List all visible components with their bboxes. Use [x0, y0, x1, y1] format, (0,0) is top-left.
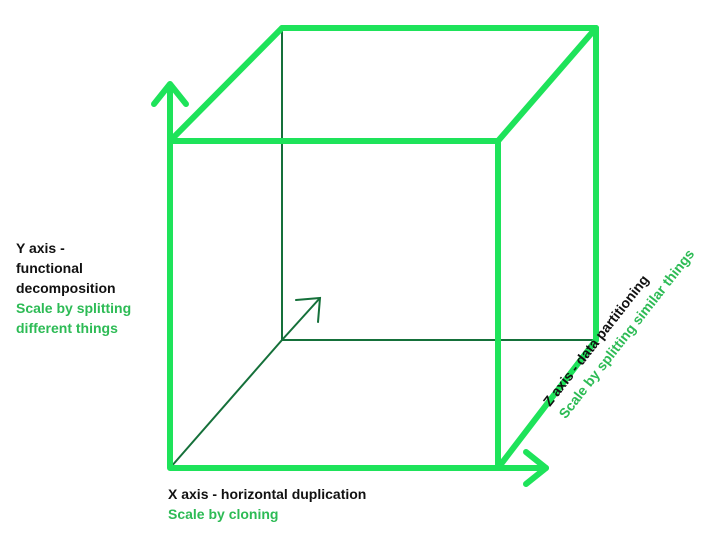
inner-depth-arrow-head — [295, 296, 322, 323]
x-axis-title: X axis - horizontal duplication — [168, 486, 367, 502]
x-axis-back-diagonal — [169, 339, 283, 469]
y-axis-title-line-1: Y axis - — [16, 240, 65, 256]
cube-bottom-right-diagonal — [495, 337, 599, 471]
cube-top-right-diagonal — [495, 25, 599, 144]
cube-front-face — [167, 138, 501, 471]
y-axis-subtitle-line-1: Scale by splitting — [16, 300, 132, 316]
y-axis-label: Y axis - functional decomposition Scale … — [16, 238, 131, 338]
x-axis-arrow-head — [523, 449, 549, 487]
cube-front-edges — [167, 25, 599, 471]
axis-arrows — [151, 81, 549, 487]
y-axis-title-line-3: decomposition — [16, 280, 116, 296]
y-axis-arrow-head — [151, 81, 189, 107]
cube-top-left-diagonal — [167, 25, 285, 144]
x-axis-label: X axis - horizontal duplication Scale by… — [168, 484, 366, 524]
inner-depth-arrow-shaft — [281, 297, 321, 341]
x-axis-subtitle: Scale by cloning — [168, 506, 279, 522]
y-axis-title-line-2: functional — [16, 260, 83, 276]
y-axis-subtitle-line-2: different things — [16, 320, 118, 336]
cube-back-edges — [169, 27, 597, 469]
